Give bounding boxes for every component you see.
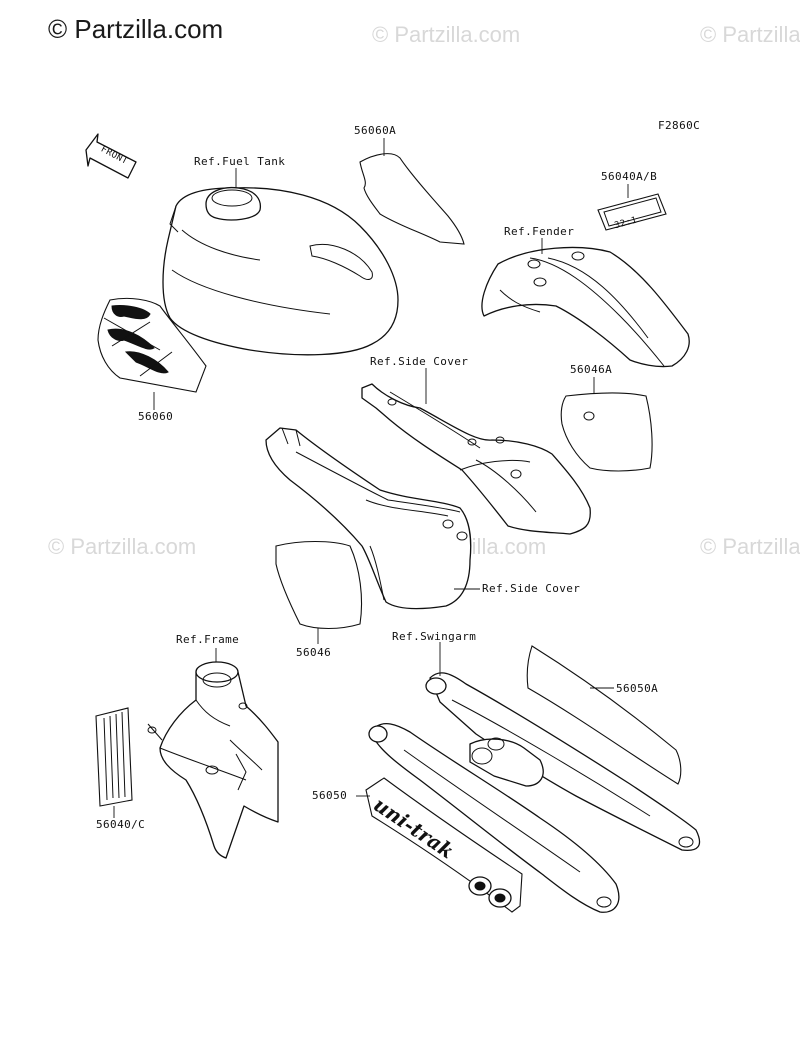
side-cover-left-drawing [265,427,472,610]
label-ref-fuel-tank: Ref.Fuel Tank [194,155,285,168]
label-ref-fender: Ref.Fender [504,225,574,238]
watermark-main: © Partzilla.com [48,14,224,44]
fender-drawing [481,246,690,368]
decal-56040AB: 32:1 [597,193,667,231]
label-56050: 56050 [312,789,347,802]
front-arrow-icon: FRONT [85,133,137,179]
label-56040AB: 56040A/B [601,170,657,183]
swingarm-drawing [368,672,701,913]
label-56046: 56046 [296,646,331,659]
label-ref-side-cover-bottom: Ref.Side Cover [482,582,580,595]
decal-56050A [526,645,682,785]
label-56040C: 56040/C [96,818,145,831]
decal-56040C [95,707,133,807]
watermark-faint: © Partzilla.com [700,22,800,47]
decal-56046 [275,541,363,630]
label-56046A: 56046A [570,363,612,376]
watermark-faint: © Partzilla.com [48,534,197,559]
label-ref-side-cover-top: Ref.Side Cover [370,355,468,368]
fuel-tank-drawing [162,186,399,356]
figure-code: F2860C [658,119,700,132]
label-56060A: 56060A [354,124,396,137]
label-56050A: 56050A [616,682,658,695]
decal-56060 [97,297,207,393]
decal-56060A [359,153,465,245]
watermark-faint: © Partzilla.com [372,22,521,47]
frame-drawing [147,661,279,859]
label-ref-frame: Ref.Frame [176,633,239,646]
label-56060: 56060 [138,410,173,423]
watermark-faint: © Partzilla.com [700,534,800,559]
decal-hole [583,411,595,421]
side-cover-right-drawing [361,383,591,535]
decal-56046A [560,392,653,472]
label-ref-swingarm: Ref.Swingarm [392,630,476,643]
